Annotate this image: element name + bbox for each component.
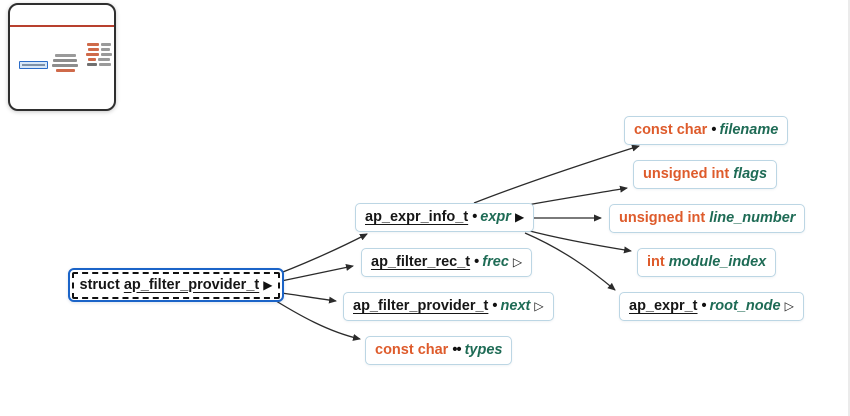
field-name: types xyxy=(464,342,503,358)
type-keyword: const char xyxy=(634,122,708,138)
node-expr[interactable]: ap_expr_info_t • expr ▶ xyxy=(355,203,535,232)
field-name: root_node xyxy=(709,298,781,314)
minimap-text-line xyxy=(52,64,78,67)
expander-outline-icon[interactable]: ▷ xyxy=(784,299,794,313)
pointer-star: • xyxy=(492,298,497,314)
type-keyword: unsigned int xyxy=(619,210,706,226)
type-keyword: unsigned int xyxy=(643,166,730,182)
node-line-number[interactable]: unsigned int line_number xyxy=(609,204,806,233)
pointer-star: • xyxy=(711,122,716,138)
minimap-text-line xyxy=(98,58,110,61)
pointer-star: • xyxy=(474,254,479,270)
minimap-text-line xyxy=(101,53,112,56)
expander-outline-icon[interactable]: ▷ xyxy=(512,255,523,269)
type-name-link[interactable]: ap_filter_rec_t xyxy=(371,254,471,270)
edge-root-types xyxy=(267,295,361,341)
field-name: line_number xyxy=(709,210,796,226)
minimap-selected-node xyxy=(19,61,48,69)
right-edge-divider xyxy=(848,0,850,416)
node-flags[interactable]: unsigned int flags xyxy=(633,160,778,189)
field-name: module_index xyxy=(668,254,767,270)
minimap-text-line xyxy=(55,54,76,57)
minimap-text-line xyxy=(101,43,111,46)
type-name-link[interactable]: ap_filter_provider_t xyxy=(123,276,260,293)
minimap-text-line xyxy=(88,58,96,61)
expander-outline-icon[interactable]: ▷ xyxy=(534,299,544,313)
field-name: expr xyxy=(480,209,511,225)
minimap-text-line xyxy=(88,48,99,51)
edge-expr-module-index xyxy=(525,229,632,254)
minimap-text-line xyxy=(53,59,77,62)
node-root-struct[interactable]: struct ap_filter_provider_t ▶ xyxy=(68,268,284,302)
field-name: frec xyxy=(482,254,509,270)
node-types[interactable]: const char •• types xyxy=(365,336,513,365)
node-module-index[interactable]: int module_index xyxy=(637,248,777,277)
edge-expr-flags xyxy=(526,185,628,206)
minimap-text-line xyxy=(99,63,111,66)
minimap-text-line xyxy=(101,48,110,51)
expander-filled-icon[interactable]: ▶ xyxy=(263,277,273,292)
node-next[interactable]: ap_filter_provider_t • next ▷ xyxy=(343,292,554,321)
minimap[interactable] xyxy=(8,3,116,111)
edge-expr-filename xyxy=(473,144,640,204)
node-filename[interactable]: const char • filename xyxy=(624,116,789,145)
field-name: next xyxy=(500,298,531,314)
minimap-text-line xyxy=(86,53,99,56)
minimap-text-line xyxy=(87,63,97,66)
minimap-text-line xyxy=(56,69,75,72)
field-name: flags xyxy=(733,166,768,182)
edge-expr-root-node xyxy=(524,232,616,291)
type-keyword: const char xyxy=(375,342,449,358)
pointer-star: • xyxy=(701,298,707,314)
expander-filled-icon[interactable]: ▶ xyxy=(514,210,525,224)
type-name-link[interactable]: ap_expr_t xyxy=(629,298,698,314)
type-keyword: int xyxy=(647,254,665,270)
minimap-text-line xyxy=(87,43,99,46)
type-name-link[interactable]: ap_expr_info_t xyxy=(365,209,469,225)
pointer-star: • xyxy=(472,209,477,225)
pointer-stars: •• xyxy=(452,342,461,358)
struct-keyword: struct xyxy=(79,276,120,293)
node-frec[interactable]: ap_filter_rec_t • frec ▷ xyxy=(361,248,533,277)
field-name: filename xyxy=(719,122,779,138)
minimap-red-rule xyxy=(10,25,114,27)
type-name-link[interactable]: ap_filter_provider_t xyxy=(353,298,489,314)
node-root-node[interactable]: ap_expr_t • root_node ▷ xyxy=(619,292,804,321)
